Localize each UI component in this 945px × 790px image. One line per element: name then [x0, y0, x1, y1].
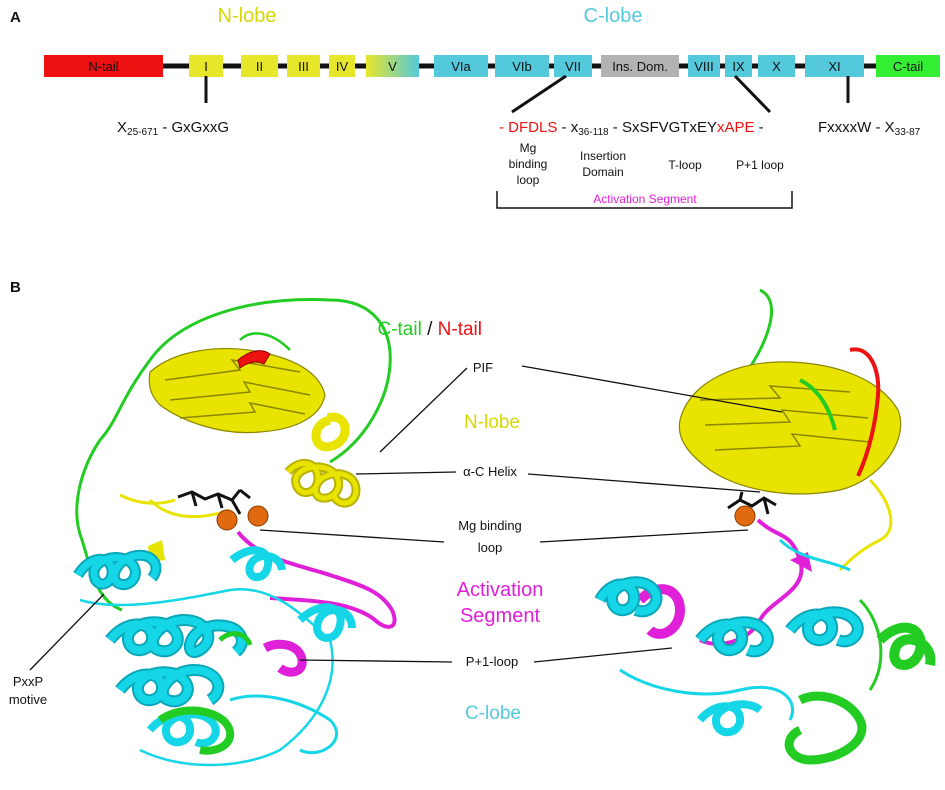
- leader-ac-right: [527, 473, 761, 493]
- left-nlobe-sheet: [148, 348, 326, 434]
- domain-segment-ii: [241, 55, 278, 77]
- activation-label-2: Segment: [460, 605, 540, 627]
- activation-segment-label: Activation Segment: [593, 192, 697, 206]
- domain-segment-vib: [495, 55, 549, 77]
- left-green-helix: [157, 706, 235, 755]
- annot-insertion-1: Insertion: [580, 149, 626, 163]
- domain-segment-label: XI: [828, 59, 840, 74]
- domain-segment-label: VIII: [694, 59, 714, 74]
- domain-segment-iii: [287, 55, 320, 77]
- leader-pxxp: [29, 593, 105, 671]
- sequence-activation: - DFDLS - x36-118 - SxSFVGTxEYxAPE -: [499, 119, 764, 138]
- right-protein-structure: [594, 288, 936, 765]
- leader-mg-right: [539, 529, 749, 543]
- domain-segment-ins-dom: [601, 55, 679, 77]
- sequence-right: FxxxxW - X33-87: [818, 119, 921, 138]
- domain-segment-xi: [805, 55, 864, 77]
- right-atp-ligand: [727, 491, 777, 515]
- domain-segment-label: VII: [565, 59, 581, 74]
- domain-segment-viii: [688, 55, 720, 77]
- leader-p1-left: [299, 659, 453, 663]
- right-green-helix: [876, 622, 936, 670]
- right-nlobe: [678, 361, 902, 495]
- left-protein-structure: [73, 298, 397, 767]
- domain-segment-label: IX: [732, 59, 745, 74]
- clobe-label-b: C-lobe: [465, 703, 521, 724]
- domain-segment-v: [366, 55, 419, 77]
- annot-mg-1: Mg: [520, 141, 537, 155]
- left-alpha-c-helix: [284, 459, 361, 508]
- domain-segment-ix: [725, 55, 752, 77]
- domain-segment-label: II: [256, 59, 263, 74]
- left-ntail-piece: [237, 350, 271, 369]
- domain-segment-label: I: [204, 59, 208, 74]
- left-activation-segment: [236, 530, 397, 629]
- domain-segment-vii: [554, 55, 592, 77]
- sequence-left: X25-671 - GxGxxG: [117, 119, 229, 138]
- domain-segment-iv: [329, 55, 355, 77]
- panel-b-label: B: [10, 279, 21, 296]
- right-mg-ion: [734, 505, 756, 527]
- domain-segment-via: [434, 55, 488, 77]
- domain-segment-x: [758, 55, 795, 77]
- domain-segment-c-tail: [876, 55, 940, 77]
- pif-label: PIF: [473, 360, 493, 375]
- pxxp-label-1: PxxP: [13, 674, 43, 689]
- left-mg-ion-1: [216, 509, 238, 531]
- domain-segment-label: VIb: [512, 59, 532, 74]
- mg-loop-label-1: Mg binding: [458, 518, 522, 533]
- domain-segment-n-tail: [44, 55, 163, 77]
- connector-viii: [733, 74, 772, 114]
- domain-segment-label: IV: [336, 59, 349, 74]
- domain-segment-label: Ins. Dom.: [612, 59, 668, 74]
- nlobe-title: N-lobe: [218, 5, 277, 27]
- annot-mg-3: loop: [517, 173, 540, 187]
- right-ntail: [849, 347, 881, 477]
- p1-loop-label: P+1-loop: [466, 654, 518, 669]
- leader-lines: [29, 365, 783, 671]
- annot-insertion-2: Domain: [582, 165, 623, 179]
- left-mg-ion-2: [247, 505, 269, 527]
- left-ctail-loop: [75, 298, 392, 612]
- activation-bracket: [496, 191, 793, 209]
- domain-segment-label: C-tail: [893, 59, 923, 74]
- domain-segment-label: N-tail: [88, 59, 118, 74]
- leader-mg-left: [259, 529, 445, 543]
- connector-vii: [511, 74, 567, 114]
- ctail-ntail-label: C-tail / N-tail: [377, 319, 482, 340]
- domain-segment-i: [189, 55, 223, 77]
- annot-p1loop: P+1 loop: [736, 158, 784, 172]
- leader-ac-left: [355, 471, 457, 475]
- domain-segment-label: V: [388, 59, 397, 74]
- domain-segment-label: X: [772, 59, 781, 74]
- nlobe-label-b: N-lobe: [464, 412, 520, 433]
- clobe-title: C-lobe: [584, 5, 643, 27]
- annot-mg-2: binding: [509, 157, 548, 171]
- domain-segment-label: VIa: [451, 59, 471, 74]
- mg-loop-label-2: loop: [478, 540, 503, 555]
- right-activation-segment: [699, 518, 804, 646]
- right-clobe-helices: [594, 538, 864, 736]
- activation-label-1: Activation: [457, 579, 544, 601]
- leader-pif-right: [521, 365, 783, 413]
- panel-a-label: A: [10, 9, 21, 26]
- left-atp-ligand: [177, 488, 251, 515]
- annot-tloop: T-loop: [668, 158, 702, 172]
- domain-segment-label: III: [298, 59, 309, 74]
- leader-pif-left: [379, 367, 468, 453]
- alpha-c-helix-label: α-C Helix: [463, 464, 517, 479]
- pxxp-label-2: motive: [9, 692, 47, 707]
- leader-p1-right: [533, 647, 673, 663]
- left-clobe-helices: [73, 546, 356, 767]
